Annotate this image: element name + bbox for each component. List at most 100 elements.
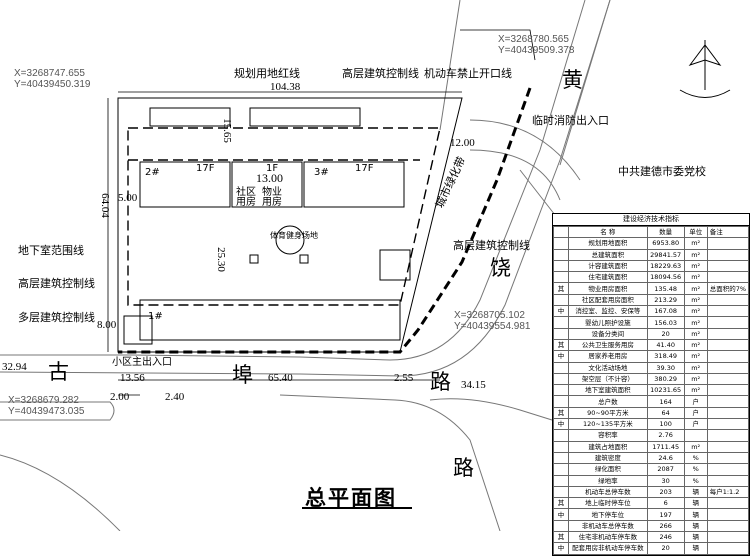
table-cell (706, 271, 750, 284)
table-cell (706, 418, 750, 431)
table-cell (706, 463, 750, 476)
dim-240: 2.40 (165, 391, 185, 403)
table-cell: 90~90平方米 (568, 406, 648, 420)
table-cell (553, 519, 569, 533)
table-cell: 6953.80 (646, 237, 685, 250)
table-cell (553, 316, 569, 329)
table-cell: 辆 (683, 531, 708, 544)
table-cell: 24.6 (646, 451, 685, 465)
table-cell: 中 (553, 508, 569, 521)
dim-3415: 34.15 (461, 379, 486, 391)
road-lu-1: 路 (430, 370, 451, 394)
table-cell: 6 (646, 497, 685, 510)
multi-storey-control-label: 多层建筑控制线 (18, 311, 95, 324)
table-cell: 容积率 (568, 429, 648, 442)
table-cell: 246 (646, 531, 685, 544)
road-gu: 古 (48, 360, 69, 384)
table-cell: 318.49 (646, 350, 685, 363)
table-cell: m² (683, 350, 708, 363)
drawing-title: 总平面图 (305, 486, 397, 510)
table-cell: 建筑密度 (568, 451, 648, 465)
table-cell: % (683, 451, 708, 465)
table-cell (553, 327, 569, 340)
table-cell: 164 (646, 395, 685, 408)
table-cell: 中 (553, 542, 569, 555)
table-cell: 其 (553, 497, 569, 510)
building-1-label: 1# (148, 311, 163, 322)
dim-500: 5.00 (118, 192, 138, 204)
dim-6540: 65.40 (268, 372, 293, 384)
table-cell (553, 451, 569, 465)
red-line-label: 规划用地红线 (234, 67, 300, 80)
building-2-floors: 17F (196, 163, 215, 174)
table-cell: 婴幼儿照护设施 (568, 316, 648, 329)
table-cell: % (683, 463, 708, 476)
table-cell (706, 259, 750, 273)
site-plan-drawing (0, 0, 731, 531)
table-cell: m² (683, 237, 708, 250)
dim-1300: 13.00 (256, 171, 283, 185)
table-cell (706, 316, 750, 329)
table-cell: 户 (683, 406, 708, 420)
table-cell: m² (683, 440, 708, 453)
dim-255: 2.55 (394, 372, 414, 384)
table-cell: 住宅建筑面积 (568, 271, 648, 284)
table-cell (553, 293, 569, 307)
table-cell: 设备分类间 (568, 327, 648, 340)
table-cell (706, 237, 750, 250)
table-cell (706, 248, 750, 261)
dim-200: 2.00 (110, 391, 130, 403)
table-cell: m² (683, 293, 708, 307)
table-cell: 380.29 (646, 372, 685, 386)
table-cell (553, 384, 569, 397)
table-cell: 156.03 (646, 316, 685, 329)
table-cell: m² (683, 316, 708, 329)
table-cell: 213.29 (646, 293, 685, 307)
table-cell: 18094.56 (646, 271, 685, 284)
table-cell: 其 (553, 531, 569, 544)
table-caption: 建设经济技术指标 (553, 214, 749, 226)
table-cell (553, 271, 569, 284)
table-cell (553, 259, 569, 273)
table-cell (706, 327, 750, 340)
table-cell: 户 (683, 418, 708, 431)
road-edge (0, 0, 586, 361)
dim-1200: 12.00 (450, 137, 475, 149)
table-cell: 机动车总停车数 (568, 485, 648, 499)
table-cell (706, 531, 750, 544)
high-rise-control-label-right: 高层建筑控制线 (453, 239, 530, 252)
table-cell: 197 (646, 508, 685, 521)
table-cell (706, 305, 750, 318)
table-cell: 203 (646, 485, 685, 499)
table-cell (553, 237, 569, 250)
road-huang: 黄 (562, 68, 583, 92)
table-cell: 辆 (683, 508, 708, 521)
table-cell: 135.48 (646, 282, 685, 295)
dim-3294: 32.94 (2, 361, 27, 373)
table-cell: m² (683, 305, 708, 318)
vehicle-no-open-label: 机动车禁止开口线 (424, 67, 512, 80)
table-cell: 20 (646, 327, 685, 340)
table-cell: 地上临时停车位 (568, 497, 648, 510)
table-cell (706, 497, 750, 510)
dim-2530: 25.30 (214, 247, 227, 272)
gym-label: 体育健身场地 (270, 231, 318, 240)
table-cell: 建筑占地面积 (568, 440, 648, 453)
table-cell (706, 440, 750, 453)
